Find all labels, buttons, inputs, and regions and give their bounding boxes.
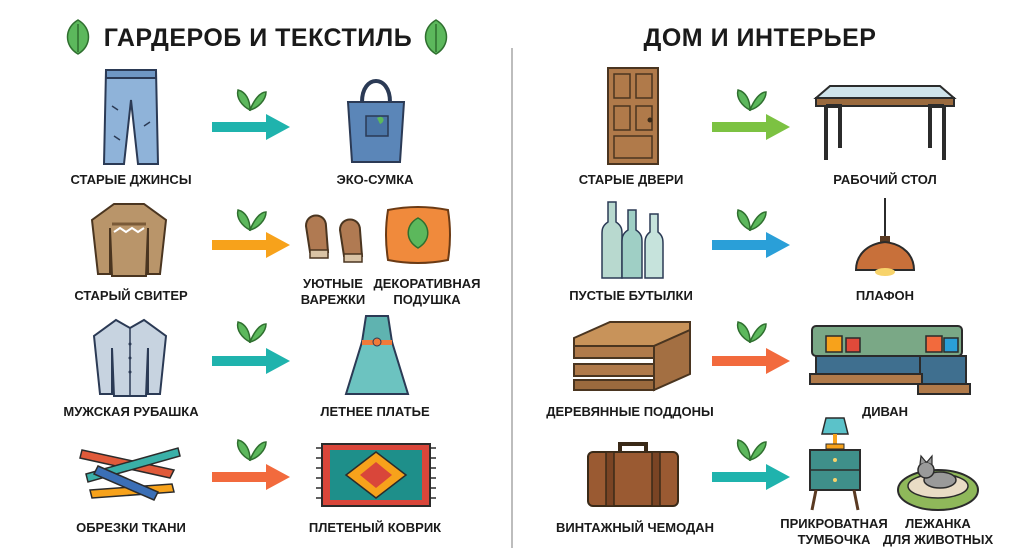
- left-section-title: ГАРДЕРОБ И ТЕКСТИЛЬ: [103, 24, 413, 52]
- leaf-icon: [736, 89, 767, 112]
- label-summer-dress: ЛЕТНЕЕ ПЛАТЬЕ: [320, 404, 430, 419]
- leaf-icon: [236, 89, 267, 112]
- arrow-icon: [712, 348, 790, 374]
- leaf-icon: [236, 439, 267, 462]
- jeans-icon: [102, 69, 160, 165]
- leaf-icon: [736, 439, 767, 462]
- leaf-icon: [236, 321, 267, 344]
- bottles-icon: [601, 201, 664, 279]
- leaf-icon: [66, 19, 90, 55]
- arrow-icon: [712, 114, 790, 140]
- section-divider: [511, 48, 513, 548]
- rug-icon: [316, 443, 436, 507]
- fabric-scraps-icon: [79, 447, 181, 501]
- sweater-icon: [90, 203, 168, 277]
- door-icon: [607, 67, 659, 165]
- arrow-icon: [212, 114, 290, 140]
- right-section-title: ДОМ И ИНТЕРЬЕР: [643, 24, 877, 52]
- arrow-icon: [212, 464, 290, 490]
- label-vintage-suitcase: ВИНТАЖНЫЙ ЧЕМОДАН: [556, 520, 715, 535]
- label-work-desk: РАБОЧИЙ СТОЛ: [833, 172, 937, 187]
- label-old-sweater: СТАРЫЙ СВИТЕР: [74, 288, 188, 303]
- arrow-icon: [712, 232, 790, 258]
- tote-bag-icon: [346, 79, 406, 163]
- sofa-icon: [809, 325, 971, 395]
- pallets-icon: [573, 321, 691, 392]
- label-pet-bed: ЛЕЖАНКА ДЛЯ ЖИВОТНЫХ: [876, 516, 1000, 548]
- label-old-jeans: СТАРЫЕ ДЖИНСЫ: [70, 172, 192, 187]
- label-mittens: УЮТНЫЕ ВАРЕЖКИ: [288, 276, 378, 308]
- suitcase-icon: [587, 442, 679, 507]
- leaf-icon: [424, 19, 448, 55]
- label-fabric-scraps: ОБРЕЗКИ ТКАНИ: [76, 520, 186, 535]
- label-pillow-line1: ДЕКОРАТИВНАЯ: [373, 276, 481, 291]
- arrow-icon: [212, 348, 290, 374]
- label-pet-bed-line2: ДЛЯ ЖИВОТНЫХ: [882, 532, 994, 547]
- label-old-doors: СТАРЫЕ ДВЕРИ: [578, 172, 684, 187]
- label-empty-bottles: ПУСТЫЕ БУТЫЛКИ: [569, 288, 693, 303]
- leaf-icon: [736, 321, 767, 344]
- leaf-icon: [236, 209, 267, 232]
- shirt-icon: [92, 318, 168, 397]
- label-woven-rug: ПЛЕТЕНЫЙ КОВРИК: [308, 520, 442, 535]
- desk-icon: [813, 85, 957, 160]
- label-nightstand: ПРИКРОВАТНАЯ ТУМБОЧКА: [778, 516, 890, 548]
- label-nightstand-line2: ТУМБОЧКА: [797, 532, 871, 547]
- nightstand-icon: [809, 417, 861, 511]
- pillow-icon: [385, 206, 451, 264]
- label-pillow: ДЕКОРАТИВНАЯ ПОДУШКА: [368, 276, 486, 308]
- arrow-icon: [212, 232, 290, 258]
- dress-icon: [344, 315, 410, 395]
- label-mens-shirt: МУЖСКАЯ РУБАШКА: [63, 404, 199, 419]
- label-nightstand-line1: ПРИКРОВАТНАЯ: [780, 516, 888, 531]
- label-sofa: ДИВАН: [861, 404, 909, 419]
- label-mittens-line1: УЮТНЫЕ: [303, 276, 363, 291]
- label-pillow-line2: ПОДУШКА: [393, 292, 461, 307]
- leaf-icon: [736, 209, 767, 232]
- label-pet-bed-line1: ЛЕЖАНКА: [905, 516, 971, 531]
- label-mittens-line2: ВАРЕЖКИ: [300, 292, 366, 307]
- label-wooden-pallets: ДЕРЕВЯННЫЕ ПОДДОНЫ: [546, 404, 714, 419]
- label-lampshade: ПЛАФОН: [855, 288, 915, 303]
- pet-bed-icon: [897, 454, 979, 511]
- mittens-icon: [304, 214, 364, 263]
- lamp-icon: [854, 198, 916, 276]
- label-eco-bag: ЭКО-СУМКА: [336, 172, 414, 187]
- arrow-icon: [712, 464, 790, 490]
